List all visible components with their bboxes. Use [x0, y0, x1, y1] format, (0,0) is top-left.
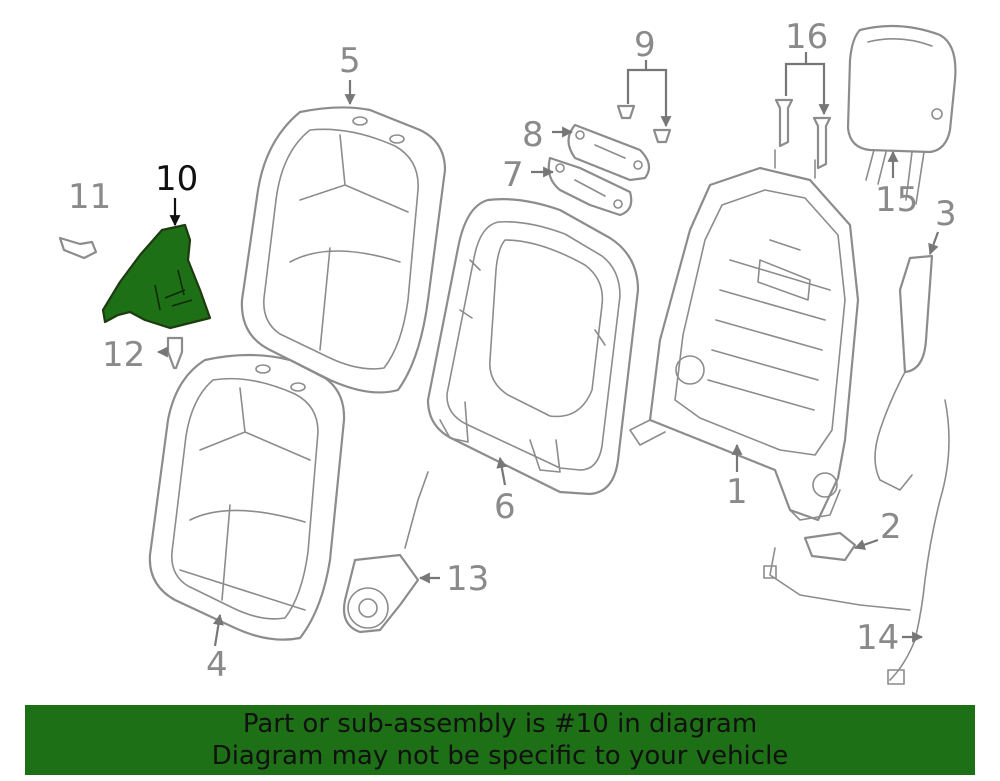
part-6-back-panel[interactable] — [426, 198, 640, 496]
leader-lines — [156, 52, 940, 647]
callout-labels: 1 2 3 4 5 6 7 8 9 10 11 12 13 14 15 16 — [68, 17, 957, 685]
part-15-headrest[interactable] — [846, 24, 957, 205]
part-14-harness[interactable] — [763, 399, 950, 685]
banner-line-2: Diagram may not be specific to your vehi… — [211, 741, 789, 771]
banner-line-1: Part or sub-assembly is #10 in diagram — [242, 709, 758, 739]
callout-2[interactable]: 2 — [880, 507, 902, 547]
part-11-bolt[interactable] — [58, 236, 98, 260]
info-banner: Part or sub-assembly is #10 in diagram D… — [25, 705, 975, 775]
part-5-seat-back-cover[interactable] — [240, 106, 447, 394]
callout-11[interactable]: 11 — [68, 177, 111, 217]
part-1-seat-back-frame[interactable] — [629, 149, 860, 522]
part-13-recliner[interactable] — [342, 471, 429, 634]
part-2-trim[interactable] — [803, 531, 857, 562]
part-3-side-module[interactable] — [874, 254, 934, 491]
callout-1[interactable]: 1 — [726, 472, 748, 512]
callout-9[interactable]: 9 — [634, 25, 656, 65]
callout-15[interactable]: 15 — [875, 180, 918, 220]
callout-5[interactable]: 5 — [339, 41, 361, 81]
callout-10[interactable]: 10 — [155, 159, 198, 199]
part-10-highlighted[interactable] — [101, 223, 212, 330]
callout-3[interactable]: 3 — [935, 194, 957, 234]
callout-16[interactable]: 16 — [785, 17, 828, 57]
callout-8[interactable]: 8 — [522, 115, 544, 155]
part-4-seat-cushion-cover[interactable] — [148, 353, 346, 641]
part-16-guides[interactable] — [774, 98, 832, 170]
part-9-clips[interactable] — [616, 104, 672, 144]
part-12-pin[interactable] — [166, 336, 184, 370]
callout-6[interactable]: 6 — [494, 487, 516, 527]
callout-13[interactable]: 13 — [446, 559, 489, 599]
parts-diagram: 1 2 3 4 5 6 7 8 9 10 11 12 13 14 15 16 — [58, 17, 957, 685]
callout-4[interactable]: 4 — [206, 645, 228, 685]
callout-7[interactable]: 7 — [502, 155, 524, 195]
callout-12[interactable]: 12 — [102, 335, 145, 375]
callout-14[interactable]: 14 — [856, 618, 899, 658]
